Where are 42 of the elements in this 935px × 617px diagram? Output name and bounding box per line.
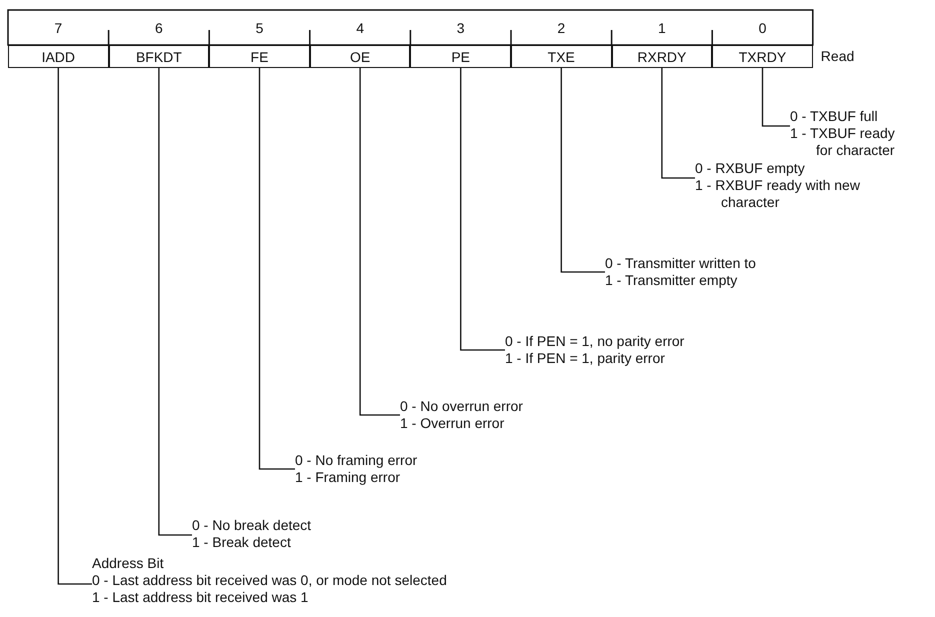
bit-description: 1 - Transmitter empty [605, 272, 738, 289]
bit-description: 0 - RXBUF empty [695, 160, 806, 177]
leader-line [661, 68, 695, 179]
bit-description: 1 - Last address bit received was 1 [92, 589, 310, 606]
bit-description: 0 - No overrun error [400, 398, 524, 415]
bit-description: 0 - Last address bit received was 0, or mode not selected [92, 572, 448, 589]
bit-description: 0 - If PEN = 1, no parity error [505, 333, 686, 350]
leader-line [258, 68, 295, 470]
bit-number: 2 [511, 10, 612, 45]
leader-line [158, 68, 192, 536]
bit-description: 0 - TXBUF full [790, 108, 879, 125]
bit-number: 3 [410, 10, 511, 45]
bit-number: 5 [209, 10, 310, 45]
bit-description: 1 - If PEN = 1, parity error [505, 350, 666, 367]
leader-line [762, 68, 790, 127]
register-label: Read [820, 48, 854, 64]
leader-line [359, 68, 400, 416]
leader-line [460, 68, 505, 351]
field-name-cell: OE [310, 45, 410, 68]
bit-number: 4 [310, 10, 410, 45]
bit-number: 6 [108, 10, 210, 45]
bit-description: 1 - Break detect [192, 534, 292, 551]
bit-description: 1 - Overrun error [400, 415, 506, 432]
field-name-cell: PE [410, 45, 511, 68]
bit-description: Address Bit [92, 555, 165, 572]
field-name-cell: FE [209, 45, 310, 68]
leader-line [58, 68, 92, 585]
bit-number: 1 [612, 10, 712, 45]
bit-description: 0 - Transmitter written to [605, 255, 757, 272]
bit-description: 1 - TXBUF ready for character [790, 125, 896, 159]
leader-line [560, 68, 605, 273]
field-name-cell: RXRDY [612, 45, 712, 68]
field-name-cell: BFKDT [108, 45, 210, 68]
bit-description: 0 - No framing error [295, 452, 418, 469]
field-name-cell: TXE [511, 45, 612, 68]
field-name-cell: TXRDY [712, 45, 813, 68]
bit-description: 0 - No break detect [192, 517, 312, 534]
bit-description: 1 - Framing error [295, 469, 402, 486]
bit-number: 0 [712, 10, 813, 45]
field-name-cell: IADD [8, 45, 109, 68]
bit-number: 7 [8, 10, 109, 45]
bit-description: 1 - RXBUF ready with new character [695, 177, 861, 211]
